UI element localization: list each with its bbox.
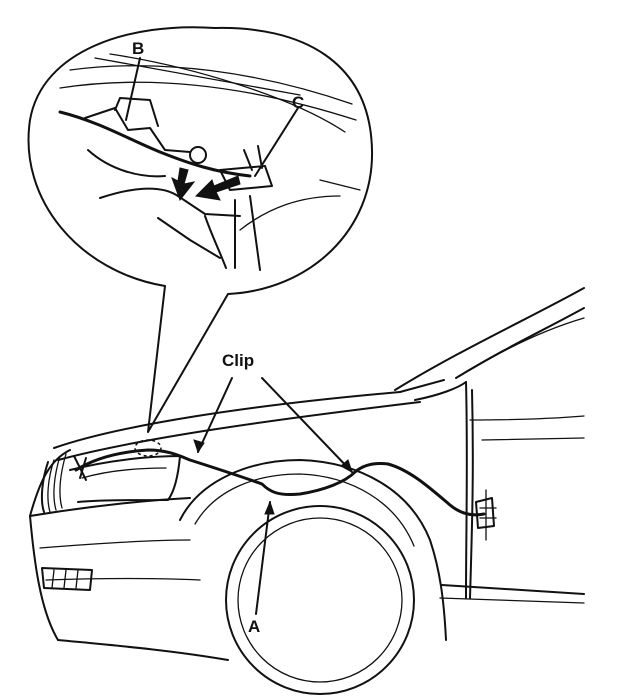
arrowhead-clip-1 <box>193 439 205 454</box>
arrowhead-a <box>264 500 275 515</box>
callout-outline <box>27 26 374 433</box>
release-arrow-icon <box>171 167 196 202</box>
release-handle <box>475 489 497 541</box>
car-body <box>29 287 585 695</box>
label-c: C <box>292 93 304 112</box>
detail-callout <box>27 26 374 433</box>
detail-interior <box>58 53 361 271</box>
leader-clip-2 <box>261 377 353 473</box>
callout-leaders <box>193 377 353 615</box>
leader-clip-1 <box>197 377 233 453</box>
release-arrow-icon <box>194 175 241 201</box>
leader-a <box>255 501 271 615</box>
leader-c <box>254 107 299 177</box>
arrowhead-clip-2 <box>340 459 353 474</box>
hood-release-cable <box>73 448 497 541</box>
label-b: B <box>132 39 144 58</box>
label-clip: Clip <box>222 351 254 370</box>
hood-latch-marker <box>134 439 162 457</box>
label-a: A <box>248 617 260 636</box>
front-wheel <box>225 505 415 695</box>
leader-b <box>125 57 141 121</box>
